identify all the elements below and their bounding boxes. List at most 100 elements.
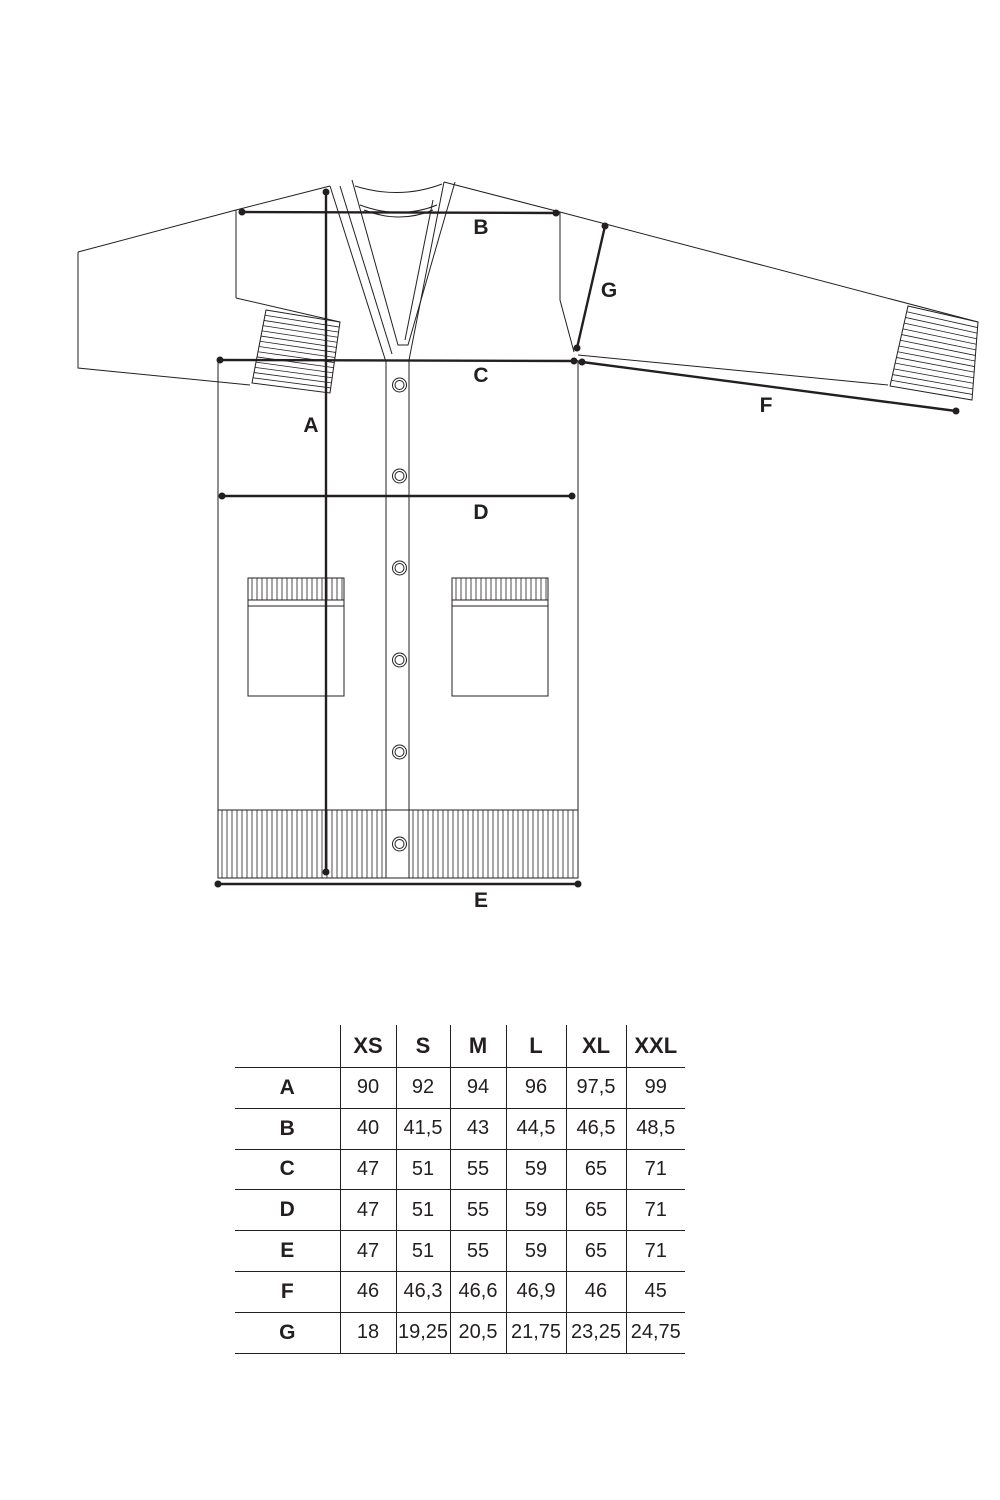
measurement-value-cell: 18 xyxy=(339,1311,396,1354)
size-header-s: S xyxy=(395,1025,450,1068)
button-circle xyxy=(392,744,407,760)
measurement-label-cell: G xyxy=(235,1311,340,1354)
measurement-value-cell: 45 xyxy=(625,1270,685,1313)
cardigan-outline xyxy=(77,179,979,879)
measurement-value-cell: 55 xyxy=(449,1189,506,1231)
measure-line-b xyxy=(241,210,557,215)
label-b: B xyxy=(473,216,488,239)
measurement-label-cell: F xyxy=(235,1270,340,1313)
measurement-value-cell: 40 xyxy=(339,1107,396,1150)
button-circle xyxy=(392,836,407,852)
rib-line xyxy=(895,362,974,379)
rib-line xyxy=(255,361,333,374)
button-circle xyxy=(394,747,405,757)
measurement-value-cell: 97,5 xyxy=(565,1067,626,1109)
button-column xyxy=(392,377,407,852)
size-header-l: L xyxy=(505,1025,566,1068)
rib-line xyxy=(904,322,977,340)
size-header-xs: XS xyxy=(339,1025,396,1068)
rib-line xyxy=(263,320,339,333)
measurement-value-cell: 46,6 xyxy=(449,1270,506,1313)
label-f: F xyxy=(760,394,773,417)
measurement-value-cell: 24,75 xyxy=(625,1311,685,1354)
measurement-value-cell: 44,5 xyxy=(505,1107,566,1150)
measurement-label-cell: C xyxy=(235,1148,340,1190)
size-header-xl: XL xyxy=(565,1025,626,1068)
measurement-value-cell: 41,5 xyxy=(395,1107,450,1150)
cardigan-measurement-diagram: A B C D E F G xyxy=(77,179,979,912)
measurement-value-cell: 51 xyxy=(395,1189,450,1231)
label-c: C xyxy=(473,364,488,387)
rib-line xyxy=(898,345,976,362)
measurement-value-cell: 47 xyxy=(339,1230,396,1272)
size-header-m: M xyxy=(449,1025,506,1068)
measurement-value-cell: 46,5 xyxy=(565,1107,626,1150)
button-circle xyxy=(392,377,407,393)
measurement-value-cell: 47 xyxy=(339,1148,396,1190)
label-a: A xyxy=(303,414,318,437)
rib-line xyxy=(901,334,976,351)
ribbing xyxy=(221,305,979,878)
measurement-value-cell: 59 xyxy=(505,1148,566,1190)
left-cuff xyxy=(251,309,341,394)
button-circle xyxy=(394,471,405,481)
label-e: E xyxy=(474,889,488,912)
measurement-value-cell: 46 xyxy=(565,1270,626,1313)
rib-line xyxy=(264,314,340,328)
rib-line xyxy=(256,356,334,369)
measurement-value-cell: 20,5 xyxy=(449,1311,506,1354)
measurement-value-cell: 71 xyxy=(625,1148,685,1190)
rib-line xyxy=(892,374,973,390)
rib-line xyxy=(900,339,976,356)
measurement-value-cell: 92 xyxy=(395,1067,450,1109)
measurement-value-cell: 71 xyxy=(625,1230,685,1272)
rib-line xyxy=(896,357,975,373)
rib-line xyxy=(897,351,975,367)
rib-line xyxy=(259,340,336,353)
measurement-value-cell: 48,5 xyxy=(625,1107,685,1150)
measurement-value-cell: 43 xyxy=(449,1107,506,1150)
measurement-value-cell: 94 xyxy=(449,1067,506,1109)
measure-dot xyxy=(322,868,330,876)
measurement-value-cell: 55 xyxy=(449,1148,506,1190)
measurement-value-cell: 90 xyxy=(339,1067,396,1109)
measurement-value-cell: 47 xyxy=(339,1189,396,1231)
rib-line xyxy=(261,330,338,343)
measurement-value-cell: 96 xyxy=(505,1067,566,1109)
measurement-value-cell: 65 xyxy=(565,1230,626,1272)
size-header-row: XS S M L XL XXL xyxy=(235,1025,685,1068)
measurement-value-cell: 51 xyxy=(395,1230,450,1272)
rib-line xyxy=(258,346,336,358)
measurement-value-cell: 71 xyxy=(625,1189,685,1231)
button-circle xyxy=(394,563,405,573)
measurement-value-cell: 19,25 xyxy=(395,1311,450,1354)
measurement-value-cell: 65 xyxy=(565,1148,626,1190)
button-circle xyxy=(394,655,405,665)
measurement-value-cell: 21,75 xyxy=(505,1311,566,1354)
measurement-value-cell: 46,9 xyxy=(505,1270,566,1313)
size-header-xxl: XXL xyxy=(625,1025,685,1068)
rib-line xyxy=(260,335,337,348)
measurement-value-cell: 46 xyxy=(339,1270,396,1313)
button-circle xyxy=(392,560,407,576)
button-circle xyxy=(392,652,407,668)
rib-line xyxy=(253,372,332,384)
measurement-value-cell: 46,3 xyxy=(395,1270,450,1313)
measurement-label-cell: E xyxy=(235,1230,340,1272)
button-circle xyxy=(392,468,407,484)
rib-line xyxy=(905,317,978,334)
measure-dot xyxy=(322,188,330,196)
rib-line xyxy=(252,377,331,389)
measurement-labels: A B C D E F G xyxy=(303,216,772,912)
rib-line xyxy=(906,311,978,328)
measurement-value-cell: 99 xyxy=(625,1067,685,1109)
rib-line xyxy=(254,366,333,379)
rib-line xyxy=(893,368,974,384)
